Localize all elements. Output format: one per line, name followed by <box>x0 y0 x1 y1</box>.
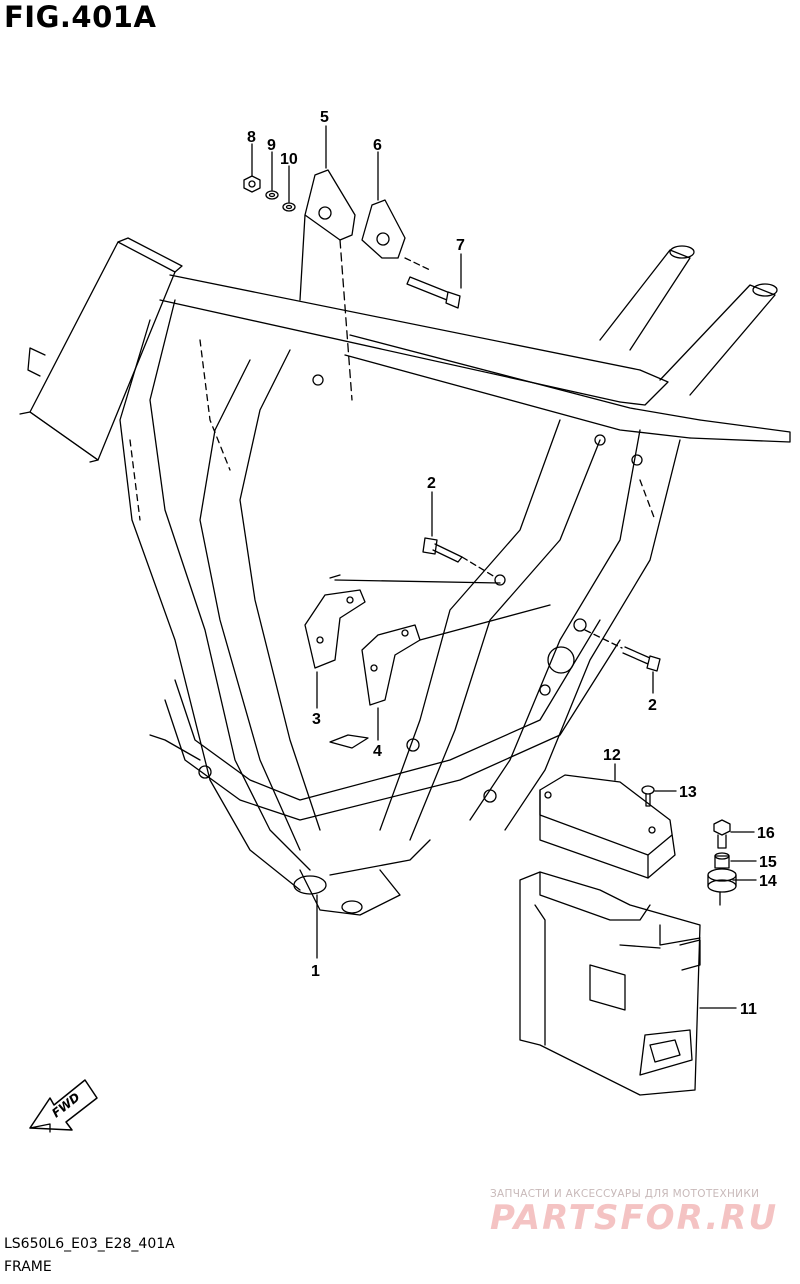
bolt-7-drawing <box>406 276 461 309</box>
callout-15: 15 <box>759 854 777 871</box>
callout-1: 1 <box>311 963 320 980</box>
leader-lines <box>251 125 757 1009</box>
callout-9: 9 <box>267 137 276 154</box>
callout-8: 8 <box>247 129 256 146</box>
callout-2-lower: 2 <box>648 697 657 714</box>
callout-12: 12 <box>603 747 621 764</box>
screw-13-drawing <box>641 785 655 807</box>
frame-drawing <box>19 237 791 916</box>
callout-4: 4 <box>373 743 382 760</box>
callout-2-upper: 2 <box>427 475 436 492</box>
bolt-16-drawing <box>713 819 731 849</box>
callout-3: 3 <box>312 711 321 728</box>
callout-16: 16 <box>757 825 775 842</box>
nut-8-drawing <box>243 175 261 193</box>
bracket-4-drawing <box>329 604 551 749</box>
callout-10: 10 <box>280 151 298 168</box>
bracket-3-drawing <box>304 574 501 669</box>
collar-15-drawing <box>714 852 730 869</box>
figure-title: FIG.401A <box>4 0 157 34</box>
model-code: LS650L6_E03_E28_401A <box>4 1236 175 1252</box>
cover-12-drawing <box>539 774 676 879</box>
bolt-2-lower-drawing <box>584 629 661 672</box>
group-name: FRAME <box>4 1259 52 1275</box>
watermark-tagline: ЗАПЧАСТИ И АКСЕССУАРЫ ДЛЯ МОТОТЕХНИКИ <box>490 1188 760 1200</box>
fwd-arrow-icon <box>29 1079 98 1133</box>
callout-5: 5 <box>320 109 329 126</box>
bracket-5-drawing <box>299 169 356 401</box>
callout-6: 6 <box>373 137 382 154</box>
callout-11: 11 <box>740 1001 757 1018</box>
battery-case-11-drawing <box>519 871 701 1096</box>
bolt-2-upper-drawing <box>422 537 496 578</box>
washer-10-drawing <box>282 202 296 212</box>
washer-9-drawing <box>265 190 279 200</box>
grommet-14-drawing <box>707 868 737 893</box>
callout-14: 14 <box>759 873 777 890</box>
bracket-6-drawing <box>361 199 431 271</box>
callout-7: 7 <box>456 237 465 254</box>
callout-13: 13 <box>679 784 697 801</box>
watermark-logo: PARTSFOR.RU <box>490 1198 779 1238</box>
